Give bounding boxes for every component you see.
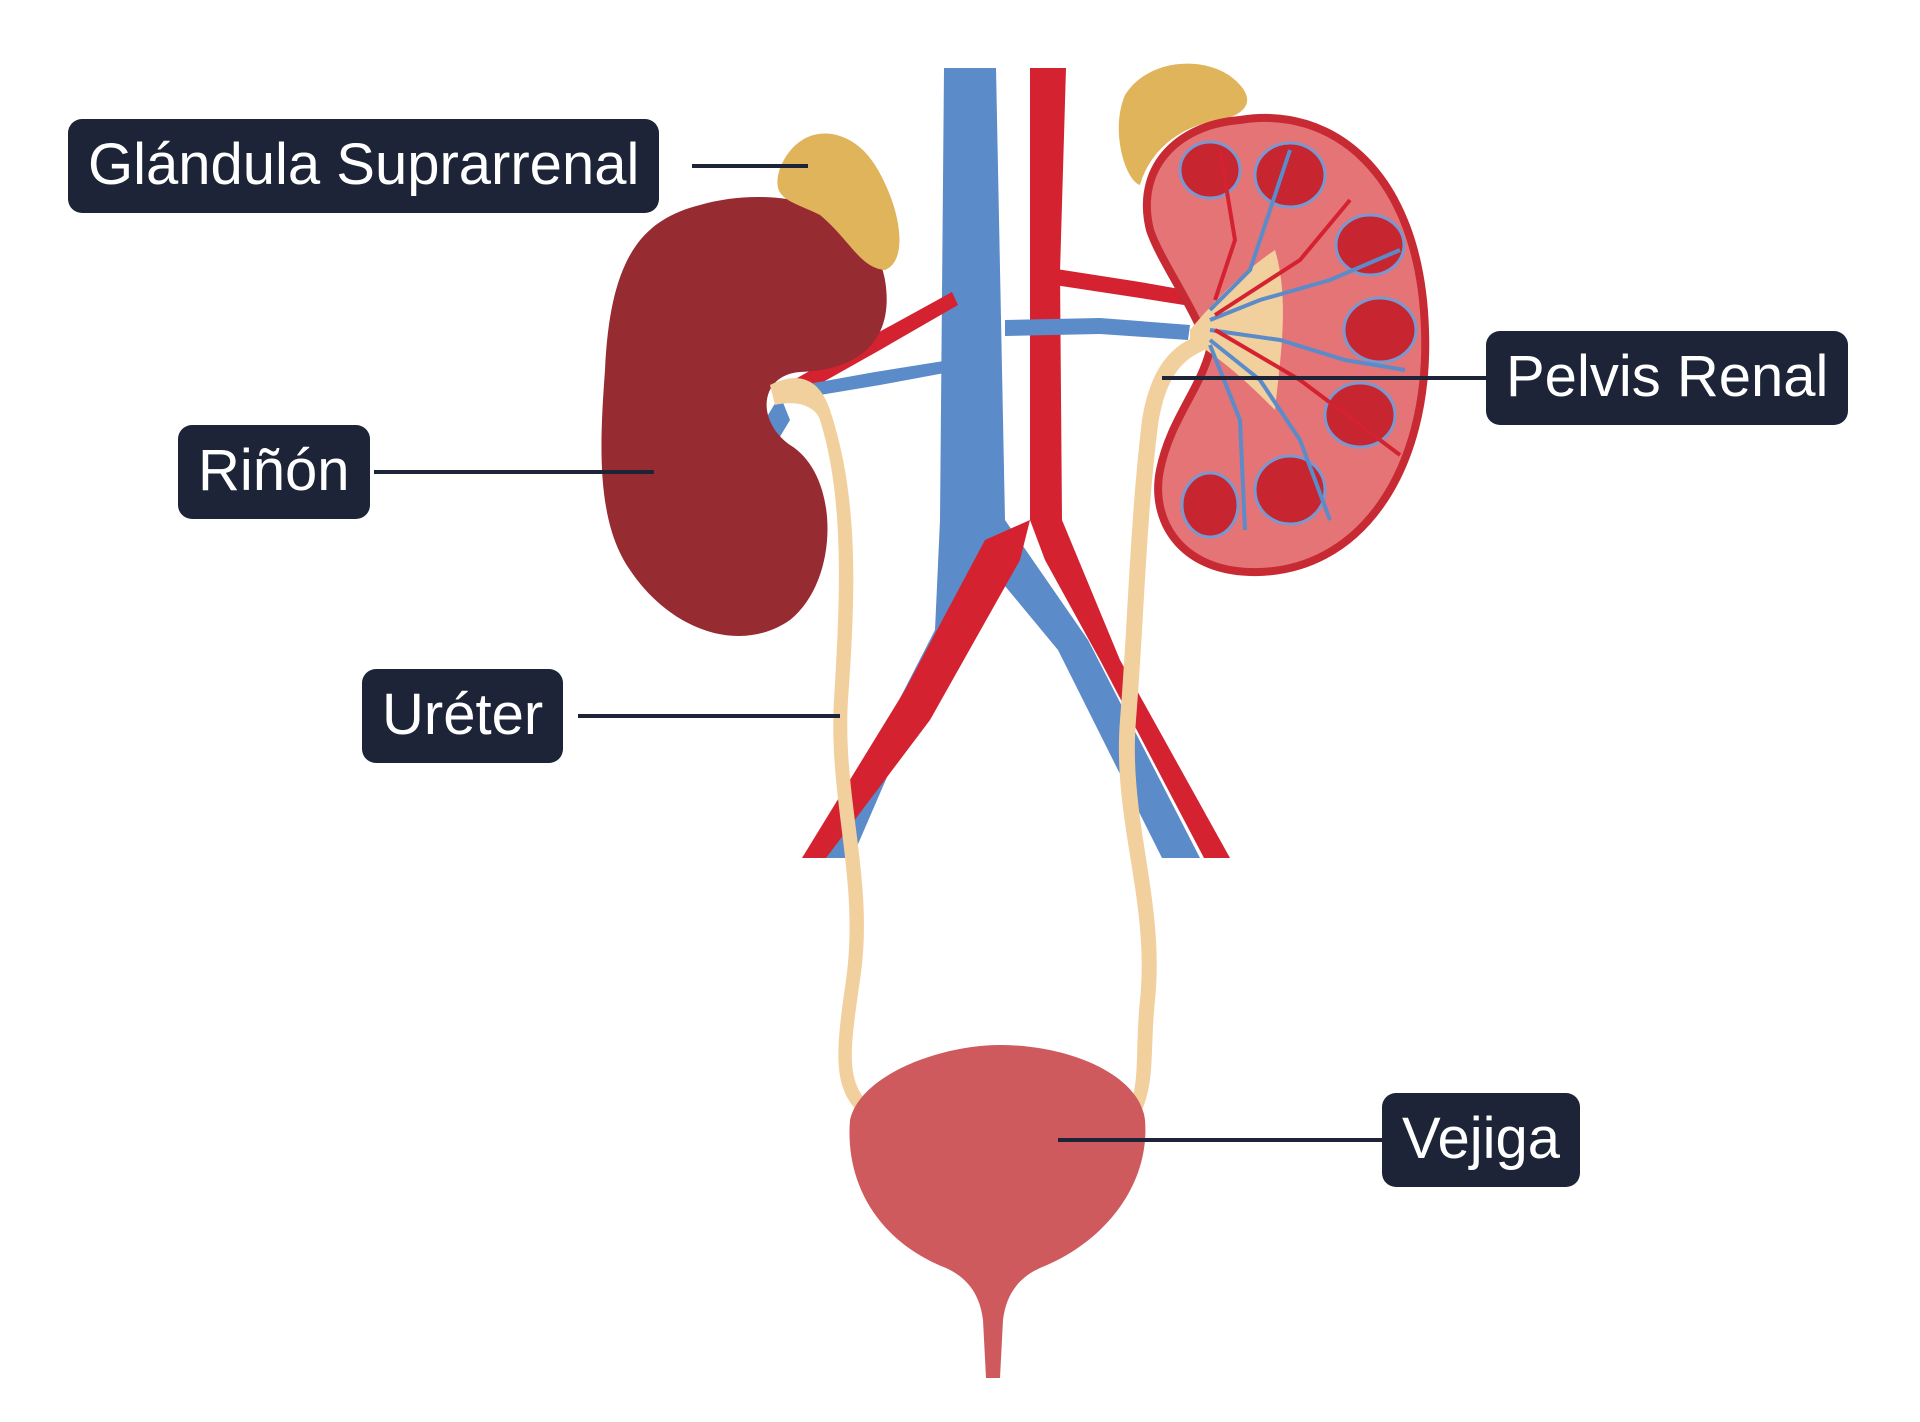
label-renal-pelvis: Pelvis Renal: [1486, 331, 1849, 425]
label-bladder: Vejiga: [1382, 1093, 1581, 1187]
label-kidney: Riñón: [178, 425, 370, 519]
renal-pyramids: [1178, 140, 1418, 539]
right-adrenal-gland: [1118, 63, 1248, 185]
left-ureter: [770, 378, 870, 1112]
label-ureter: Uréter: [362, 669, 564, 763]
right-kidney-section: [1142, 113, 1430, 577]
left-kidney: [601, 197, 887, 636]
leader-lines: [374, 164, 1490, 1142]
label-adrenal-gland: Glándula Suprarrenal: [68, 119, 660, 213]
right-ureter: [1118, 335, 1205, 1110]
bladder: [849, 1045, 1146, 1378]
